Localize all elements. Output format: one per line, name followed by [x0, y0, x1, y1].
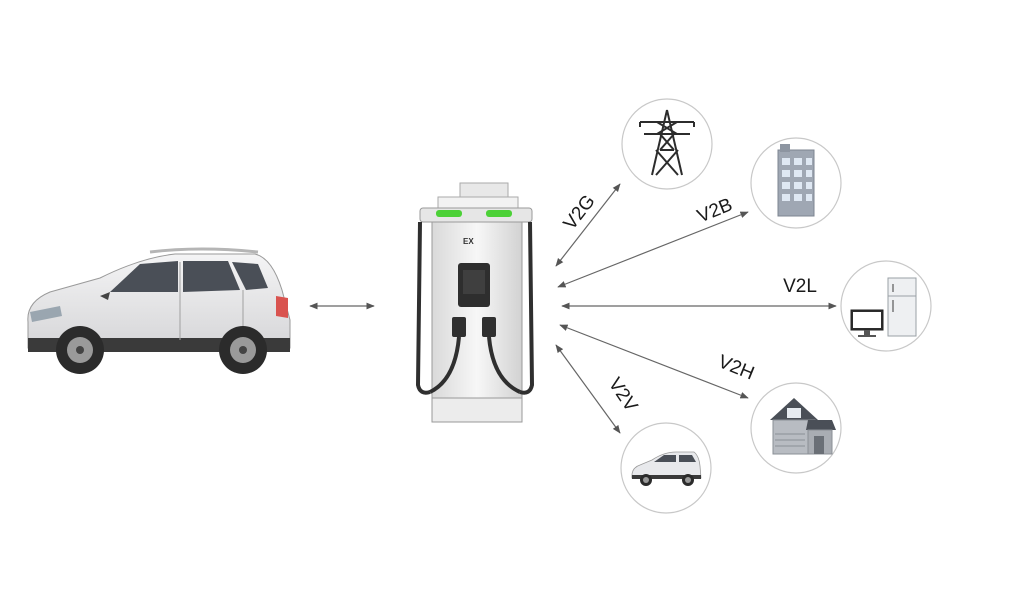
label-v2l: V2L	[783, 276, 817, 297]
arrow-v2v	[555, 344, 621, 434]
arrow-v2h	[559, 324, 749, 399]
arrow-v2b	[557, 211, 749, 288]
charger-brand-text: EX	[463, 237, 474, 246]
charging-station-image: EX	[415, 182, 535, 423]
power-tower-icon	[621, 98, 713, 190]
building-icon	[750, 137, 842, 229]
label-v2v: V2V	[604, 374, 642, 416]
house-icon	[750, 382, 842, 474]
label-v2h: V2H	[715, 351, 757, 384]
car-small-icon	[620, 422, 712, 514]
label-v2g: V2G	[560, 191, 600, 234]
electric-car-image	[27, 247, 291, 374]
appliances-icon	[840, 260, 932, 352]
label-v2b: V2B	[694, 194, 735, 227]
